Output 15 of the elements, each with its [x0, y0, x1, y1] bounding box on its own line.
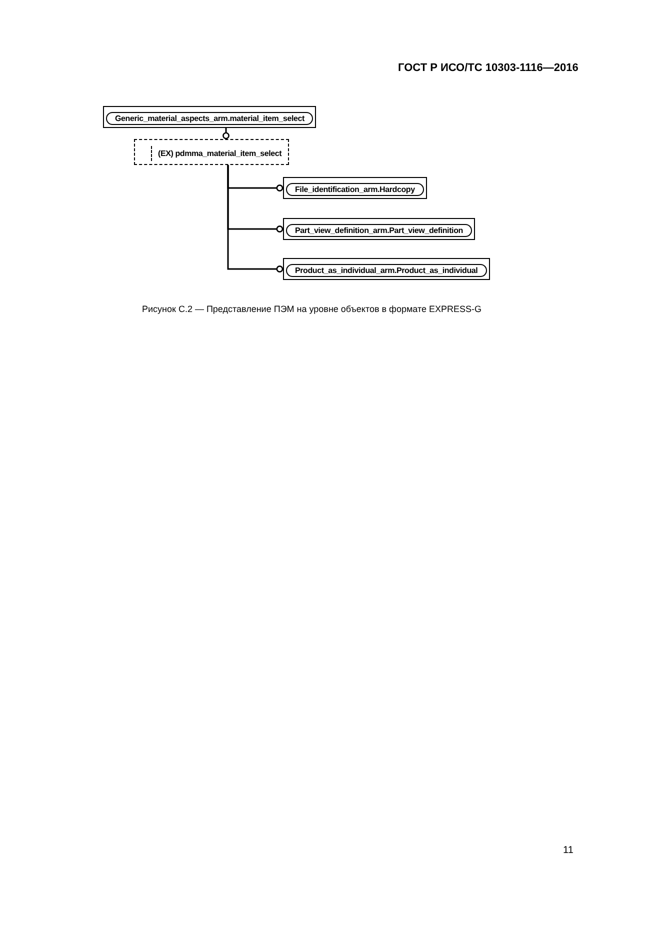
type-name: Part_view_definition_arm.Part_view_definition [286, 224, 472, 237]
relationship-line [222, 128, 230, 140]
page-number: 11 [563, 845, 574, 856]
type-name: File_identification_arm.Hardcopy [286, 183, 424, 196]
type-name: (EX) pdmma_material_item_select [151, 146, 282, 161]
select-type-box [103, 106, 316, 128]
relationship-line [227, 165, 284, 272]
select-type-box [283, 177, 427, 199]
select-type-box [283, 258, 490, 280]
document-header: ГОСТ Р ИСО/ТС 10303-1116—2016 [398, 62, 578, 74]
type-name: Generic_material_aspects_arm.material_item_select [106, 112, 314, 125]
figure-caption: Рисунок С.2 — Представление ПЭМ на уровне объектов в формате EXPRESS-G [142, 304, 482, 314]
select-type-box [283, 218, 475, 240]
extensible-select-box [134, 139, 289, 165]
type-name: Product_as_individual_arm.Product_as_individual [286, 264, 487, 277]
